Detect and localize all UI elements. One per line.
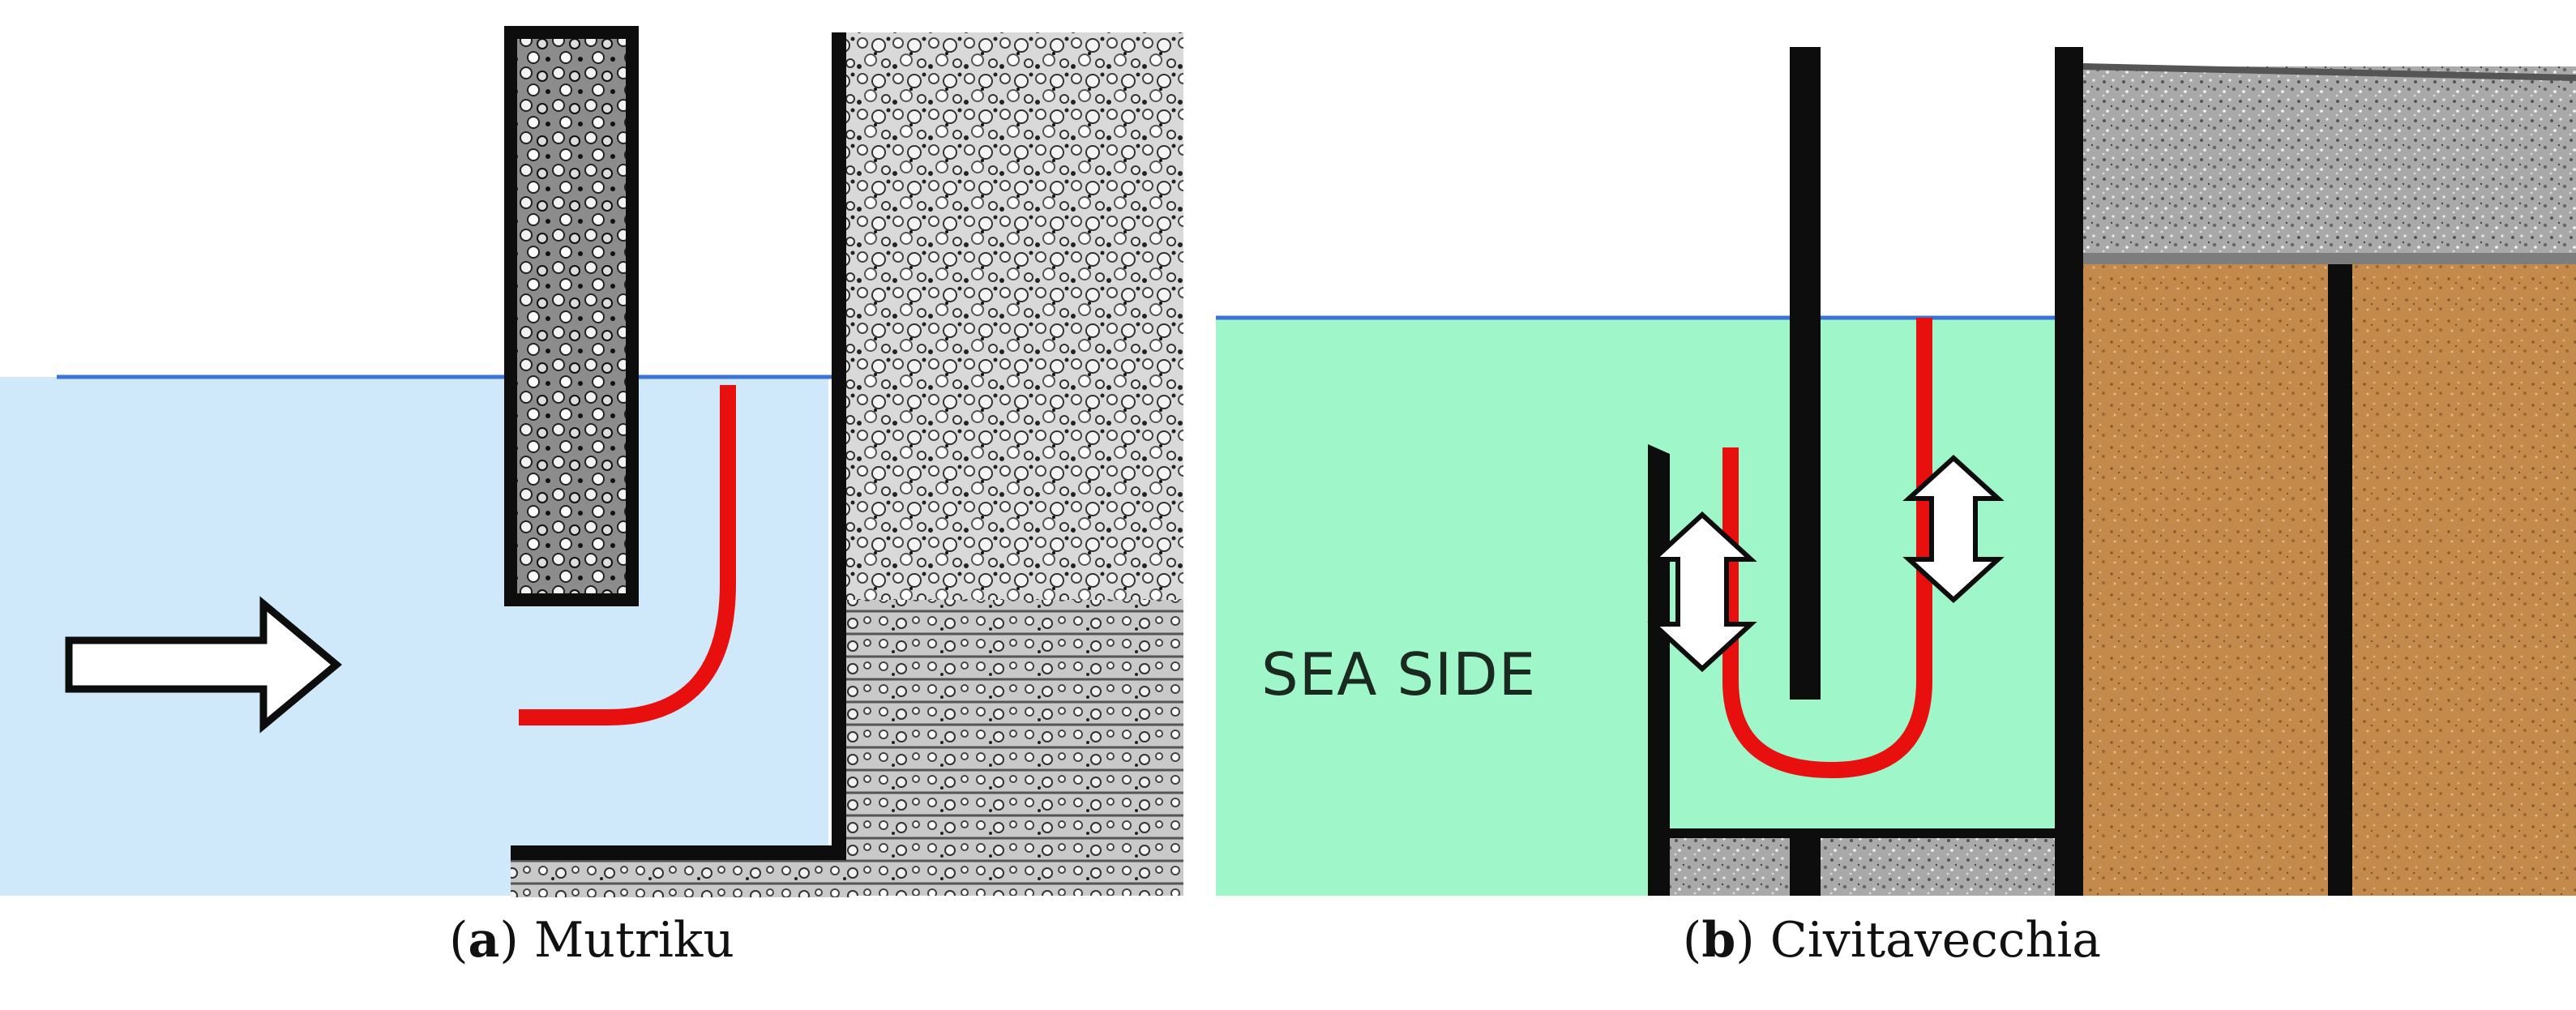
front-curtain-wall (504, 26, 639, 606)
caption-b-letter: b (1701, 912, 1736, 969)
chamber-floor-rock (511, 853, 851, 897)
panel-a-mutriku (0, 26, 1183, 897)
caption-b: (b) Civitavecchia (1682, 912, 2102, 969)
water-body (0, 377, 828, 896)
sea-side-label: SEA SIDE (1261, 640, 1536, 708)
wave-direction-arrow-icon (65, 596, 343, 734)
caisson-inner-wall (2328, 264, 2352, 896)
chamber-back-wall (2055, 47, 2083, 896)
duct-wall (1790, 47, 1821, 700)
oscillation-double-arrow-icon (1647, 511, 1757, 673)
caption-b-name: Civitavecchia (1769, 912, 2102, 969)
crown-slab (2083, 66, 2576, 253)
flow-path (519, 385, 736, 725)
caption-a-letter: a (468, 912, 500, 969)
panel-b-civitavecchia: SEA SIDE (1216, 47, 2576, 896)
seaward-wall (1648, 444, 1670, 896)
water-body (1216, 318, 2071, 896)
flow-path (1722, 318, 1932, 779)
oscillation-double-arrow-icon (1902, 454, 2005, 604)
caption-a-name: Mutriku (533, 912, 734, 969)
chamber-back-wall (511, 32, 846, 860)
breakwater-base-striated (839, 600, 1183, 896)
caption-a: (a) Mutriku (449, 912, 734, 969)
chamber-floor (1670, 828, 2071, 896)
